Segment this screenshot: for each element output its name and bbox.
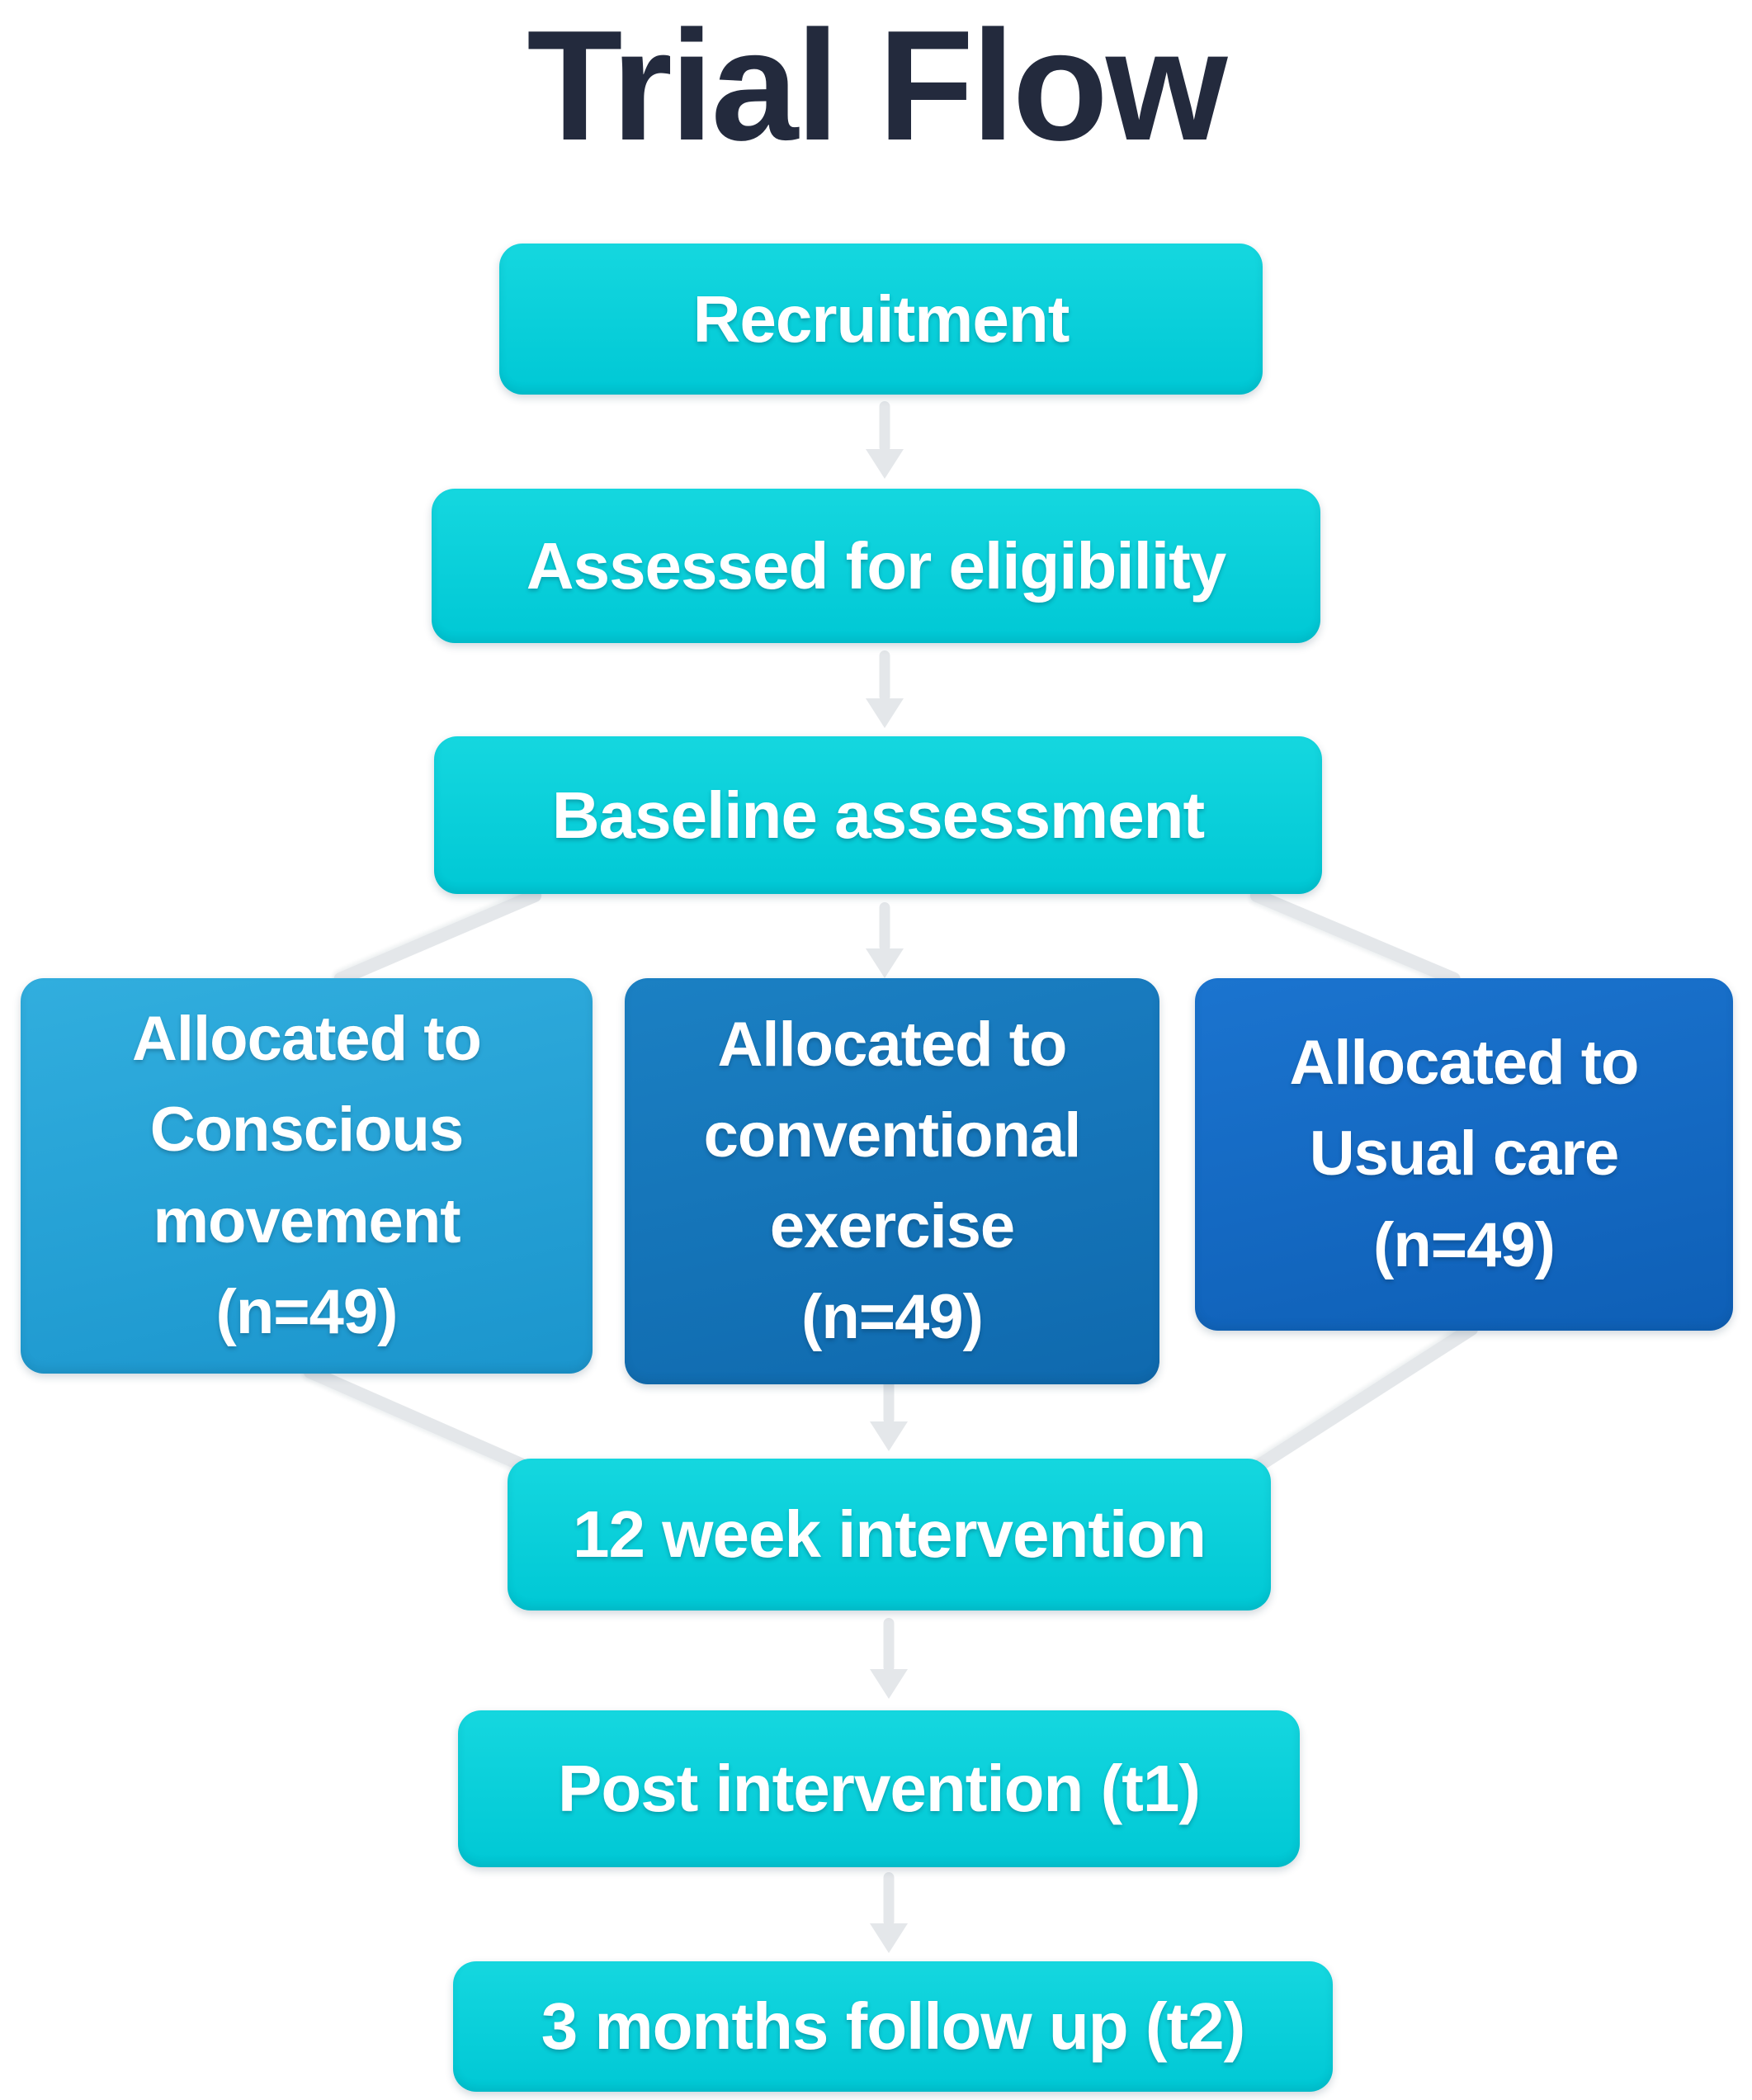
arrow-head <box>870 1923 908 1953</box>
arrow-shaft <box>879 650 890 702</box>
node-line-text: Usual care <box>1309 1119 1619 1190</box>
node-label: 12 week intervention <box>573 1497 1207 1571</box>
node-label: 3 months follow up (t2) <box>541 1989 1245 2063</box>
arrow-head <box>866 698 904 728</box>
down-arrow-icon <box>866 401 904 479</box>
down-arrow-icon <box>866 902 904 978</box>
node-assessed-eligibility: Assessed for eligibility <box>432 489 1320 643</box>
connector-line <box>301 1363 544 1479</box>
node-label: Assessed for eligibility <box>526 528 1226 603</box>
down-arrow-icon <box>870 1872 908 1953</box>
connector-line <box>1244 1319 1481 1478</box>
down-arrow-icon <box>870 1618 908 1699</box>
node-baseline-assessment: Baseline assessment <box>434 736 1322 894</box>
connector-line <box>332 887 544 988</box>
arrow-shaft <box>883 1618 895 1672</box>
node-line-text: (n=49) <box>801 1282 984 1353</box>
arrow-head <box>870 1669 908 1699</box>
node-line-text: (n=49) <box>1373 1209 1556 1280</box>
node-line-text: movement <box>153 1185 460 1256</box>
node-line-text: Allocated to <box>132 1004 482 1075</box>
arrow-shaft <box>879 902 890 952</box>
arrow-shaft <box>883 1872 895 1927</box>
node-line-text: Allocated to <box>717 1009 1068 1080</box>
node-recruitment: Recruitment <box>499 244 1263 395</box>
node-allocated-usual-care: Allocated to Usual care (n=49) <box>1195 978 1733 1331</box>
arrow-head <box>870 1421 908 1451</box>
node-post-intervention: Post intervention (t1) <box>458 1710 1300 1867</box>
diagram-title: Trial Flow <box>527 0 1227 173</box>
node-12-week-intervention: 12 week intervention <box>508 1459 1271 1610</box>
down-arrow-icon <box>866 650 904 728</box>
node-3-months-follow-up: 3 months follow up (t2) <box>453 1961 1333 2092</box>
node-line-text: (n=49) <box>215 1276 399 1347</box>
node-allocated-conventional-exercise: Allocated to conventional exercise (n=49… <box>625 978 1159 1384</box>
arrow-head <box>866 449 904 479</box>
node-label: Recruitment <box>692 281 1070 356</box>
node-label: Baseline assessment <box>551 778 1205 852</box>
node-label: Post intervention (t1) <box>557 1752 1201 1825</box>
arrow-head <box>866 948 904 978</box>
node-line-text: Allocated to <box>1289 1028 1640 1099</box>
node-line-text: exercise <box>769 1191 1015 1261</box>
node-allocated-conscious-movement: Allocated to Conscious movement (n=49) <box>21 978 593 1374</box>
arrow-shaft <box>879 401 890 452</box>
node-line-text: conventional <box>703 1100 1082 1171</box>
node-line-text: Conscious <box>149 1095 464 1166</box>
connector-line <box>1248 887 1463 988</box>
